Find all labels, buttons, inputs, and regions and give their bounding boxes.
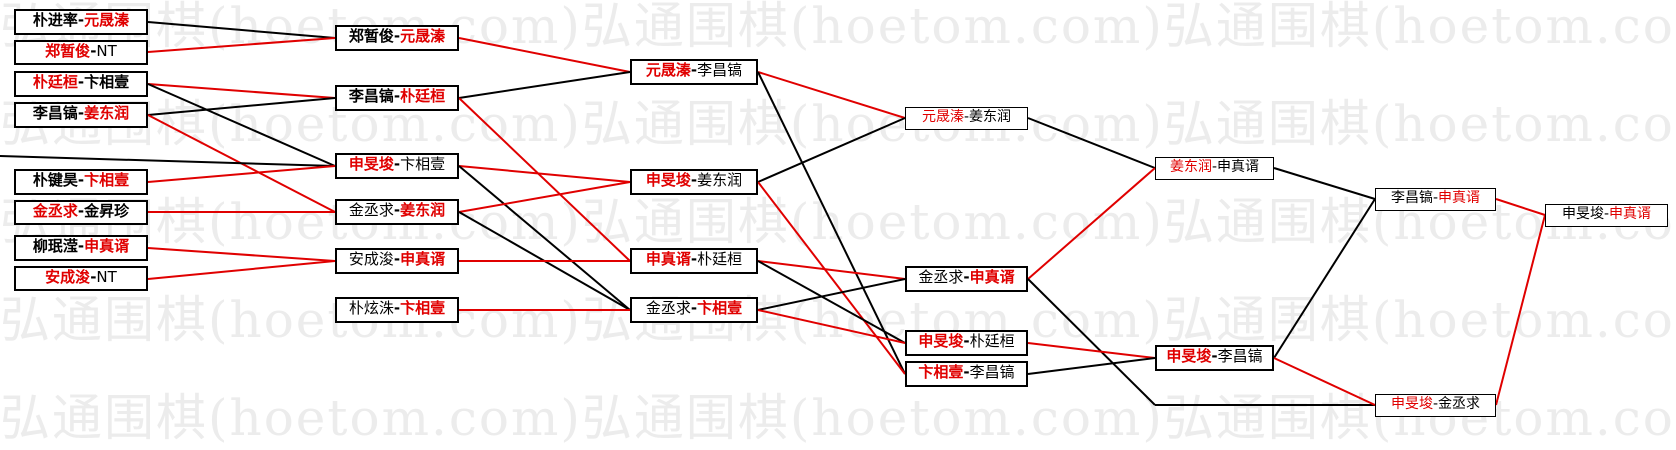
match-box-r2: 朴炫洙-卞相壹 bbox=[335, 297, 459, 323]
match-box-r6: 李昌镐-申真谞 bbox=[1375, 188, 1496, 211]
match-box-r3: 申真谞-朴廷桓 bbox=[630, 248, 758, 274]
match-box-r1: 安成浚-NT bbox=[14, 266, 148, 291]
match-box-r5: 姜东润-申真谞 bbox=[1155, 157, 1274, 180]
watermark-line: 弘通围棋(hoetom.com)弘通围棋(hoetom.com)弘通围棋(hoe… bbox=[0, 95, 1676, 153]
match-box-r3: 元晟溱-李昌镐 bbox=[630, 59, 758, 85]
match-box-r4: 金丞求-申真谞 bbox=[905, 266, 1028, 292]
match-box-r4: 申旻埈-朴廷桓 bbox=[905, 330, 1028, 356]
match-box-r1: 李昌镐-姜东润 bbox=[14, 102, 148, 128]
match-box-r3: 金丞求-卞相壹 bbox=[630, 297, 758, 323]
match-box-r2: 申旻埈-卞相壹 bbox=[335, 153, 459, 179]
match-box-r1: 郑暂俊-NT bbox=[14, 40, 148, 65]
match-box-r2: 安成浚-申真谞 bbox=[335, 248, 459, 274]
match-box-r1: 朴键昊-卞相壹 bbox=[14, 169, 148, 195]
match-box-r4: 卞相壹-李昌镐 bbox=[905, 361, 1028, 387]
match-box-r3: 申旻埈-姜东润 bbox=[630, 169, 758, 195]
match-box-final: 申旻埈-申真谞 bbox=[1545, 204, 1668, 227]
match-box-r1: 朴廷桓-卞相壹 bbox=[14, 71, 148, 97]
watermark-line: 弘通围棋(hoetom.com)弘通围棋(hoetom.com)弘通围棋(hoe… bbox=[0, 291, 1676, 349]
match-box-r2: 金丞求-姜东润 bbox=[335, 199, 459, 225]
watermark-line: 弘通围棋(hoetom.com)弘通围棋(hoetom.com)弘通围棋(hoe… bbox=[0, 0, 1676, 55]
bracket-lines bbox=[0, 21, 1546, 406]
match-box-r5: 申旻埈-李昌镐 bbox=[1155, 345, 1274, 371]
match-box-r1: 柳珉滢-申真谞 bbox=[14, 235, 148, 261]
match-box-r1: 金丞求-金昇珍 bbox=[14, 200, 148, 225]
match-box-r6: 申旻埈-金丞求 bbox=[1375, 394, 1496, 417]
match-box-r2: 李昌镐-朴廷桓 bbox=[335, 85, 459, 111]
match-box-r2: 郑暂俊-元晟溱 bbox=[335, 25, 459, 51]
match-box-r1: 朴进率-元晟溱 bbox=[14, 9, 148, 35]
match-box-r4: 元晟溱-姜东润 bbox=[905, 107, 1028, 130]
